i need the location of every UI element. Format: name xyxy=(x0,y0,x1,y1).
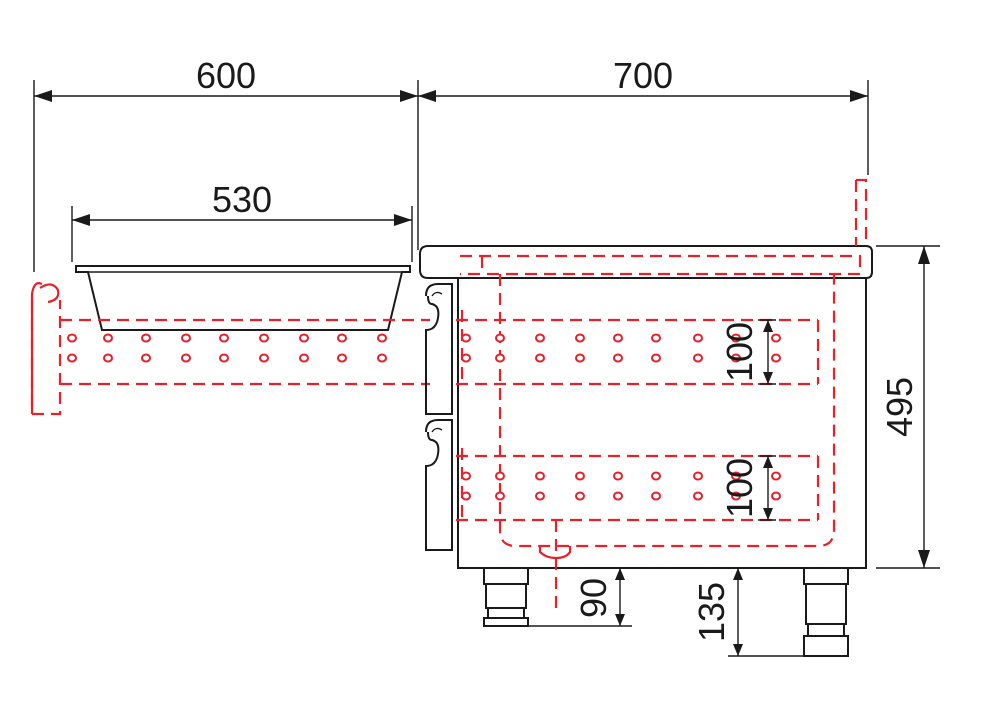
dimension-495-label: 495 xyxy=(879,377,920,437)
rail-hole xyxy=(67,353,77,363)
lower-rail xyxy=(456,448,820,522)
rail-hole xyxy=(771,333,781,343)
rail-hole xyxy=(181,333,191,343)
rail-hole xyxy=(613,471,623,481)
rail-hole xyxy=(461,353,471,363)
drain xyxy=(538,520,572,608)
rail-hole xyxy=(613,333,623,343)
pulled-out-rail xyxy=(30,282,430,416)
rail-hole xyxy=(535,353,545,363)
rail-hole xyxy=(461,491,471,501)
rail-hole xyxy=(693,471,703,481)
rail-hole xyxy=(651,333,661,343)
rail-hole xyxy=(693,491,703,501)
rail-hole xyxy=(613,491,623,501)
rail-hole xyxy=(337,353,347,363)
rail-hole xyxy=(377,353,387,363)
cabinet-body xyxy=(419,178,873,569)
rail-hole xyxy=(575,471,585,481)
rail-hole xyxy=(259,353,269,363)
dimension-100-lower: 100 xyxy=(719,455,776,521)
dimension-530: 530 xyxy=(71,179,413,262)
dimension-495: 495 xyxy=(876,245,940,569)
rail-hole xyxy=(731,353,741,363)
leg-front xyxy=(483,567,529,627)
rail-hole xyxy=(731,491,741,501)
rail-holes xyxy=(67,333,781,501)
rail-hole xyxy=(259,333,269,343)
rail-hole xyxy=(103,353,113,363)
rail-hole xyxy=(535,491,545,501)
rail-hole xyxy=(141,333,151,343)
rail-hole xyxy=(377,333,387,343)
pulled-out-tray xyxy=(75,265,411,331)
rail-hole xyxy=(495,333,505,343)
rail-hole xyxy=(771,353,781,363)
dimension-90-label: 90 xyxy=(573,578,614,618)
rail-hole xyxy=(651,353,661,363)
rail-hole xyxy=(299,333,309,343)
rail-hole xyxy=(219,333,229,343)
dimension-530-label: 530 xyxy=(212,179,272,220)
rail-hole xyxy=(651,491,661,501)
dimension-100-upper-label: 100 xyxy=(719,322,760,382)
rail-hole xyxy=(219,353,229,363)
upper-rail xyxy=(456,310,820,386)
side-bracket-lower xyxy=(425,419,453,551)
rail-hole xyxy=(575,491,585,501)
rail-hole xyxy=(575,333,585,343)
rail-hole xyxy=(613,353,623,363)
leg-rear xyxy=(803,567,849,657)
dimension-700-label: 700 xyxy=(613,55,673,96)
dimension-700: 700 xyxy=(418,55,869,175)
rail-hole xyxy=(181,353,191,363)
rail-hole xyxy=(461,471,471,481)
dimension-100-upper: 100 xyxy=(719,319,776,385)
dimension-600-label: 600 xyxy=(196,55,256,96)
dimension-90: 90 xyxy=(520,568,632,627)
rail-hole xyxy=(693,333,703,343)
rail-hole xyxy=(575,353,585,363)
rail-hole xyxy=(495,471,505,481)
rail-hole xyxy=(535,333,545,343)
rail-hole xyxy=(731,333,741,343)
rail-hole xyxy=(535,471,545,481)
rail-hole xyxy=(337,333,347,343)
rail-hole xyxy=(461,333,471,343)
rail-hole xyxy=(299,353,309,363)
dimension-135: 135 xyxy=(691,568,808,657)
rail-hole xyxy=(495,353,505,363)
rail-hole xyxy=(771,491,781,501)
rail-hole xyxy=(693,353,703,363)
side-bracket-upper xyxy=(425,283,453,415)
rail-hole xyxy=(103,333,113,343)
dimension-135-label: 135 xyxy=(691,582,732,642)
rail-hole xyxy=(771,471,781,481)
rail-hole xyxy=(67,333,77,343)
rail-hole xyxy=(141,353,151,363)
dimension-600: 600 xyxy=(33,55,419,272)
rail-hole xyxy=(651,471,661,481)
rail-hole xyxy=(731,471,741,481)
rail-hole xyxy=(495,491,505,501)
dimension-100-lower-label: 100 xyxy=(719,458,760,518)
